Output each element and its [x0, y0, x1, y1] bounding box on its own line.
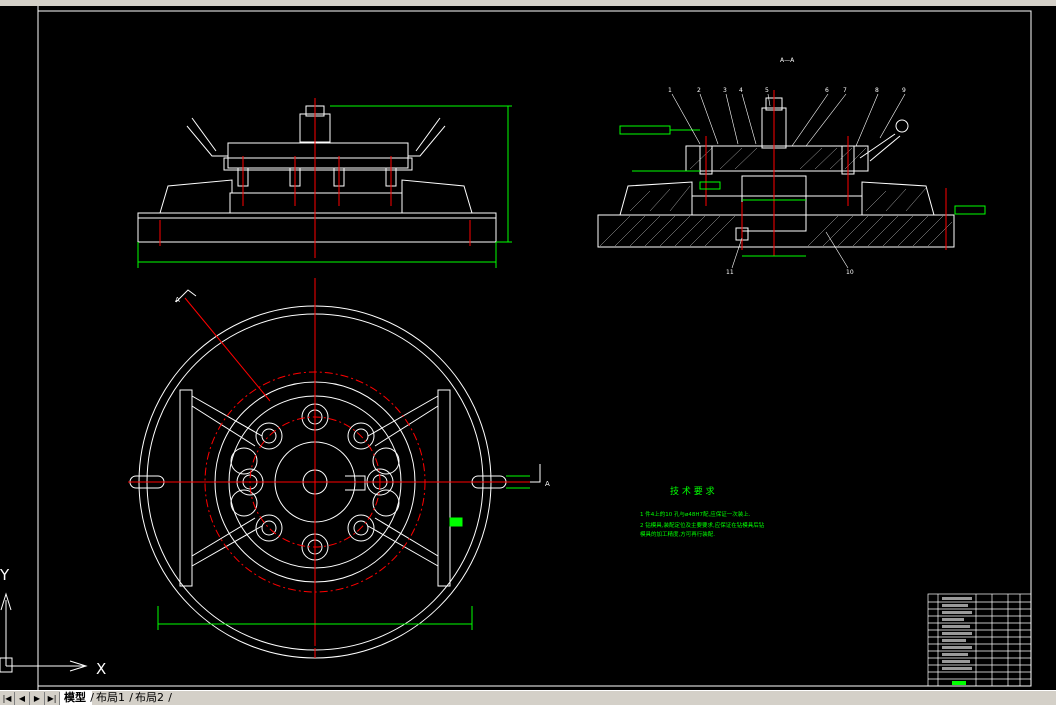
front-view	[137, 105, 497, 243]
layout-tab-bar: |◀ ◀ ▶ ▶| 模型 布局1 布局2	[0, 690, 1056, 705]
ucs-y-label: Y	[0, 566, 10, 584]
tab-layout2[interactable]: 布局2	[131, 691, 172, 705]
part-number-5: 5	[765, 87, 769, 94]
section-view-hatching	[599, 147, 953, 247]
section-title: A—A	[780, 57, 795, 64]
part-number-8: 8	[875, 87, 879, 94]
part-number-10: 10	[846, 269, 854, 276]
part-number-1: 1	[668, 87, 672, 94]
top-view-dimensions	[157, 475, 530, 630]
drawing-canvas[interactable]: A A A—A	[0, 6, 1056, 690]
part-number-11: 11	[726, 269, 734, 276]
title-block-highlight	[952, 681, 966, 685]
tab-nav-next-button[interactable]: ▶	[30, 691, 45, 705]
section-marker-a1: A	[175, 296, 180, 304]
ucs-icon: Y X	[0, 566, 106, 678]
tab-nav-last-button[interactable]: ▶|	[45, 691, 60, 705]
part-leaders	[671, 93, 906, 269]
tech-requirements-title: 技 术 要 求	[670, 485, 715, 497]
drawing-border	[37, 10, 1032, 687]
part-number-4: 4	[739, 87, 743, 94]
part-number-6: 6	[825, 87, 829, 94]
tab-nav-prev-button[interactable]: ◀	[15, 691, 30, 705]
tech-requirement-line-2: 2 钻模具,装配定位及主要要求,应保证在钻模具后钻	[640, 521, 765, 529]
tab-layout1[interactable]: 布局1	[92, 691, 133, 705]
section-markers	[175, 289, 541, 483]
tech-requirement-line-3: 模具的加工精度,方可再行装配.	[640, 530, 715, 538]
front-view-dimensions	[137, 105, 512, 268]
part-number-9: 9	[902, 87, 906, 94]
tech-requirement-line-1: 1 件4上的10 孔与ø48H7配,应保证一次装上.	[640, 510, 751, 518]
top-view-ticks	[142, 306, 488, 658]
tab-model[interactable]: 模型	[60, 691, 94, 705]
front-view-centerlines	[159, 98, 471, 258]
section-view-centerlines	[705, 90, 947, 256]
section-view-dimensions	[619, 125, 986, 257]
title-block-entries	[942, 597, 972, 670]
ucs-x-label: X	[96, 660, 106, 678]
section-marker-a2: A	[545, 480, 550, 488]
part-number-2: 2	[697, 87, 701, 94]
part-number-3: 3	[723, 87, 727, 94]
top-view-centerlines	[128, 278, 540, 646]
cad-drawing: A A A—A	[37, 6, 1032, 690]
part-number-7: 7	[843, 87, 847, 94]
part-numbers: 1 2 3 4 5 6 7 8 9 11 10	[668, 87, 906, 276]
title-block	[927, 593, 1032, 687]
tab-nav-first-button[interactable]: |◀	[0, 691, 15, 705]
